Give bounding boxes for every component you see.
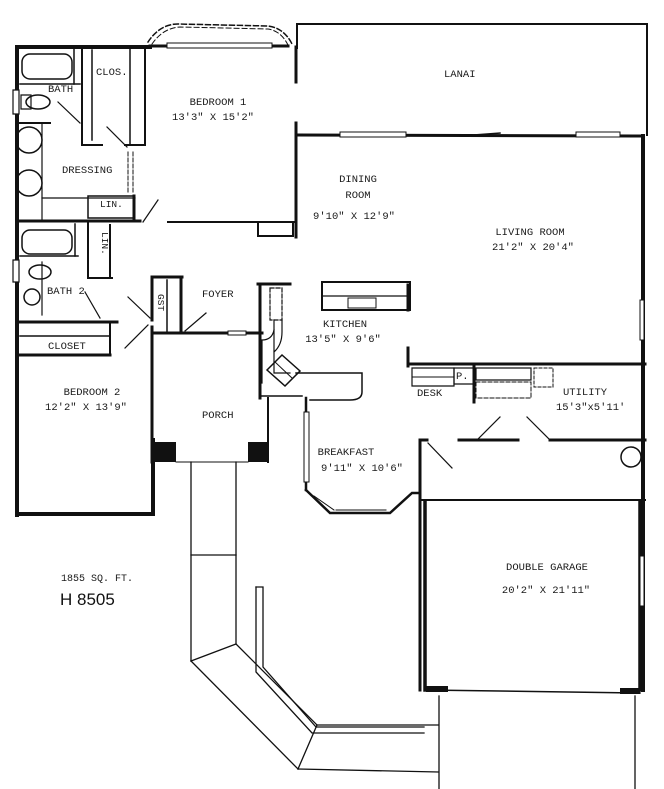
living-room-label: LIVING ROOM <box>495 227 565 239</box>
dining-size: 9'10" X 12'9" <box>313 211 395 223</box>
breakfast-bay <box>304 398 420 513</box>
bedroom2-label: BEDROOM 2 <box>63 387 121 399</box>
utility-label: UTILITY <box>563 387 608 399</box>
bedroom1-walls <box>143 47 296 237</box>
living-room-size: 21'2" X 20'4" <box>492 242 574 254</box>
utility-size: 15'3"x5'11' <box>556 402 626 414</box>
closet2-label: CLOSET <box>48 341 86 353</box>
square-footage: 1855 SQ. FT. <box>61 574 134 585</box>
master-suite-fixtures <box>13 48 145 221</box>
foyer-label: FOYER <box>202 289 234 301</box>
plan-id: H 8505 <box>60 590 115 609</box>
walkway <box>191 462 438 772</box>
bath2-fixtures <box>13 222 150 355</box>
driveway <box>439 696 635 789</box>
kitchen-label: KITCHEN <box>322 319 368 331</box>
linen-closet-2-label: LIN. <box>99 232 110 255</box>
desk-label: DESK <box>417 388 443 400</box>
bay-window <box>148 24 292 48</box>
bedroom1-size: 13'3" X 15'2" <box>172 112 254 124</box>
bedroom1-label: BEDROOM 1 <box>189 97 247 109</box>
foyer-walls <box>152 277 269 462</box>
utility-walls <box>408 364 645 690</box>
closet-label: CLOS. <box>96 67 128 79</box>
bath2-label: BATH 2 <box>47 286 85 298</box>
bath-label: BATH <box>48 84 74 96</box>
garage-label: DOUBLE GARAGE <box>506 562 588 574</box>
lanai-wall <box>297 132 640 137</box>
lanai-label: LANAI <box>444 69 476 81</box>
kitchen-counters <box>258 282 410 400</box>
porch-label: PORCH <box>202 410 234 422</box>
linen-closet-1-label: LIN. <box>100 199 123 210</box>
breakfast-label: BREAKFAST <box>317 447 375 459</box>
pantry-label: P. <box>456 371 469 383</box>
garage <box>425 300 644 694</box>
guest-closet-label: GST <box>155 294 166 312</box>
dining-label-line2: ROOM <box>345 190 371 202</box>
garage-size: 20'2" X 21'11" <box>501 585 591 597</box>
dressing-label: DRESSING <box>62 165 113 177</box>
bedroom2-size: 12'2" X 13'9" <box>45 402 127 414</box>
dining-label-line1: DINING <box>339 174 377 186</box>
breakfast-size: 9'11" X 10'6" <box>321 463 403 475</box>
lanai-outline <box>297 24 647 135</box>
kitchen-size: 13'5" X 9'6" <box>305 334 381 346</box>
